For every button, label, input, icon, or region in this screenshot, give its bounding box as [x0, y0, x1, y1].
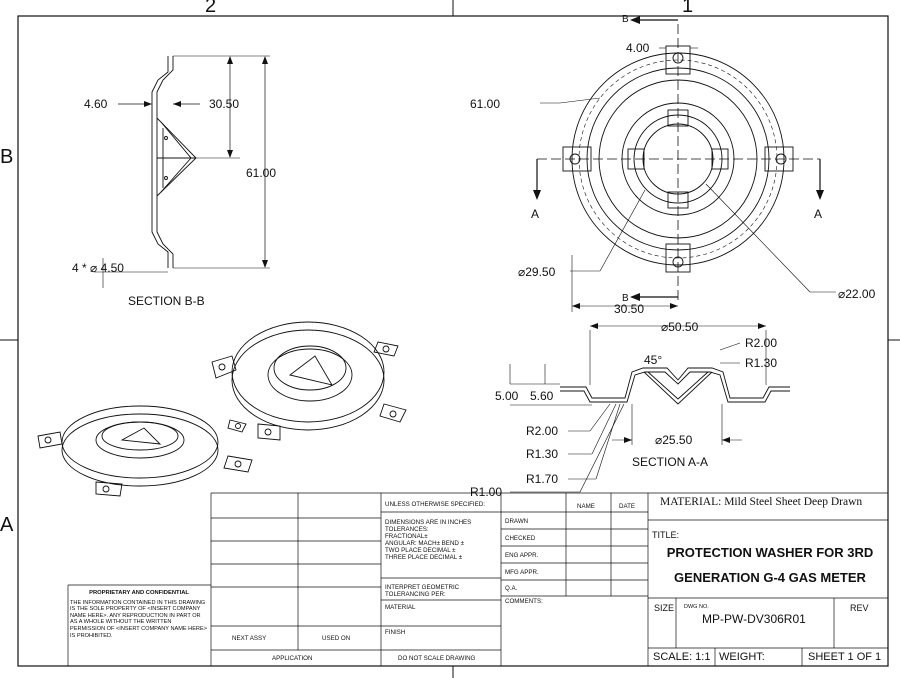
aa-dim-r200: R2.00	[526, 424, 558, 438]
name-column-label: NAME	[577, 503, 595, 510]
aa-dim-dia: ⌀50.50	[661, 320, 699, 334]
zone-label-top-left: 2	[205, 0, 216, 17]
title-field-label: TITLE:	[652, 530, 680, 540]
drawing-number: MP-PW-DV306R01	[702, 612, 806, 626]
tolerance-line-6: THREE PLACE DECIMAL ±	[385, 554, 463, 561]
section-bb-view	[94, 55, 270, 288]
zone-label-top-right: 1	[682, 0, 693, 17]
top-dim-outer: 61.00	[470, 97, 500, 111]
used-on-label: USED ON	[322, 635, 351, 642]
top-dim-bore: ⌀22.00	[838, 287, 876, 301]
aa-dim-r200-top: R2.00	[745, 336, 777, 350]
next-assy-label: NEXT ASSY	[232, 635, 267, 642]
aa-dim-r170: R1.70	[526, 472, 558, 486]
section-aa-label: SECTION A-A	[632, 455, 708, 469]
do-not-scale-label: DO NOT SCALE DRAWING	[398, 655, 476, 662]
bb-dim-flange: 4.60	[84, 97, 108, 111]
tolerance-header: UNLESS OTHERWISE SPECIFIED:	[385, 501, 485, 508]
tolerance-line-1: DIMENSIONS ARE IN INCHES	[385, 519, 472, 526]
sheet-label: SHEET 1 OF 1	[808, 651, 882, 663]
isometric-washer-left	[37, 405, 253, 497]
row-comments: COMMENTS:	[505, 598, 543, 605]
bb-dim-half: 30.50	[209, 97, 239, 111]
dwg-no-label: DWG NO.	[684, 604, 709, 610]
top-marker-b-top: B	[622, 14, 629, 25]
proprietary-notice: PROPRIETARY AND CONFIDENTIAL THE INFORMA…	[70, 590, 208, 639]
material-note: MATERIAL: Mild Steel Sheet Deep Drawn	[660, 496, 863, 508]
section-bb-label: SECTION B-B	[128, 294, 205, 308]
rev-label: REV	[850, 603, 869, 613]
top-dim-tab: 4.00	[626, 41, 650, 55]
proprietary-text: THE INFORMATION CONTAINED IN THIS DRAWIN…	[70, 599, 207, 639]
date-column-label: DATE	[619, 503, 636, 510]
zone-label-b: B	[0, 146, 13, 168]
tolerance-line-2: TOLERANCES:	[385, 526, 429, 533]
top-dim-inner: ⌀29.50	[518, 265, 556, 279]
section-aa-view	[509, 323, 790, 493]
top-dim-half: 30.50	[614, 302, 644, 316]
material-field-label: MATERIAL	[385, 604, 416, 611]
tolerance-line-4: ANGULAR: MACH± BEND ±	[385, 540, 464, 547]
aa-dim-r130-top: R1.30	[745, 356, 777, 370]
aa-dim-angle: 45°	[644, 353, 662, 367]
weight-label: WEIGHT:	[719, 651, 765, 663]
row-mfg-appr: MFG APPR.	[505, 569, 539, 576]
interpret-line-2: TOLERANCING PER:	[385, 591, 446, 598]
top-view	[533, 16, 836, 312]
row-checked: CHECKED	[505, 535, 536, 542]
bb-dim-total: 61.00	[246, 166, 276, 180]
top-marker-a-left: A	[531, 207, 539, 221]
aa-dim-h560: 5.60	[530, 389, 554, 403]
tolerance-line-5: TWO PLACE DECIMAL ±	[385, 547, 456, 554]
title-block-grid	[67, 492, 888, 666]
size-label: SIZE	[654, 603, 675, 613]
top-marker-a-right: A	[814, 207, 822, 221]
isometric-washer-right	[211, 321, 407, 441]
proprietary-heading: PROPRIETARY AND CONFIDENTIAL	[89, 590, 189, 596]
application-label: APPLICATION	[272, 655, 313, 662]
drawing-title-line-1: PROTECTION WASHER FOR 3RD	[666, 545, 874, 560]
aa-dim-h500: 5.00	[495, 389, 519, 403]
aa-dim-d2550: ⌀25.50	[655, 433, 693, 447]
finish-field-label: FINISH	[385, 629, 406, 636]
bb-dim-hole: 4 * ⌀ 4.50	[72, 261, 124, 275]
scale-label: SCALE: 1:1	[653, 651, 711, 663]
drawing-title-line-2: GENERATION G-4 GAS METER	[674, 570, 866, 585]
aa-dim-r100: R1.00	[470, 485, 502, 499]
top-marker-b-bottom: B	[622, 293, 629, 304]
interpret-line-1: INTERPRET GEOMETRIC	[385, 584, 460, 591]
aa-dim-r130: R1.30	[526, 447, 558, 461]
row-qa: Q.A.	[505, 585, 518, 592]
row-eng-appr: ENG APPR.	[505, 552, 539, 559]
zone-label-a: A	[0, 514, 14, 536]
row-drawn: DRAWN	[505, 518, 529, 525]
tolerance-line-3: FRACTIONAL±	[385, 533, 428, 540]
